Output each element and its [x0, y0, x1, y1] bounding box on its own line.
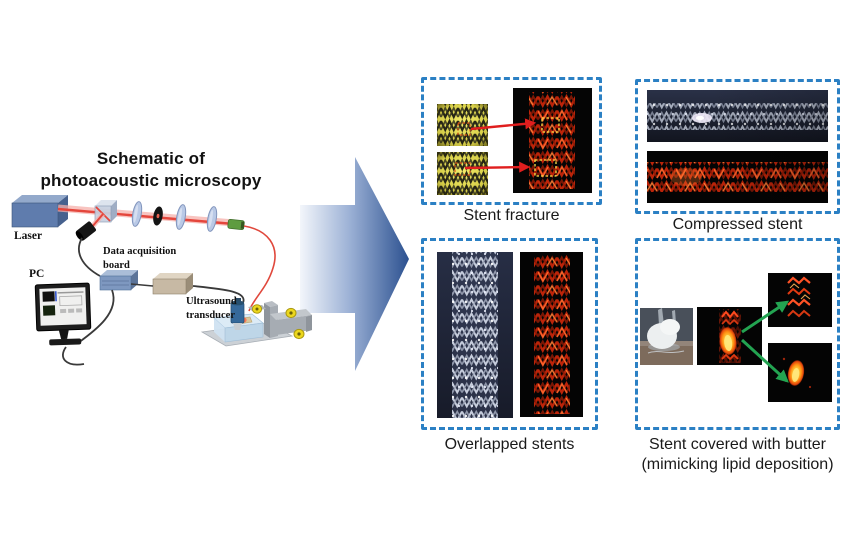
stent-fracture-pa-image — [513, 88, 592, 193]
pc-label: PC — [29, 268, 45, 280]
beamsplitter-cube — [90, 200, 117, 229]
overlapped-stents-images — [437, 252, 583, 418]
schematic-title-line2: photoacoustic microscopy — [40, 170, 262, 190]
stent-microscope-image-2 — [437, 152, 488, 195]
compressed-stent-pa-image — [647, 151, 828, 203]
ultrasound-transducer-label: Ultrasound transducer — [186, 296, 237, 321]
daq-amplifier-cable — [130, 283, 154, 287]
stent-butter-label-line1: Stent covered with butter — [649, 436, 826, 453]
overlapped-stents-photo — [437, 252, 513, 418]
schematic-title: Schematic of photoacoustic microscopy — [25, 148, 277, 192]
compressed-stent-label: Compressed stent — [672, 216, 803, 233]
stent-fracture-label: Stent fracture — [463, 207, 560, 224]
stent-butter-label: Stent covered with butter (mimicking lip… — [631, 435, 844, 475]
butter-zoom-pa-top-image — [768, 273, 832, 327]
daq-pc-cable — [77, 289, 115, 344]
butter-annotation-arrows — [740, 300, 790, 383]
fiber-coupler — [227, 218, 245, 231]
panel-stent-fracture — [421, 77, 602, 205]
butter-zoom-pa-bottom-image — [768, 343, 832, 402]
pinhole-iris — [153, 206, 163, 226]
stent-microscope-image-1 — [437, 104, 488, 146]
panel-compressed-stent — [635, 79, 840, 214]
stent-butter-images — [640, 273, 832, 402]
pc-cable-loop — [62, 346, 85, 366]
daq-label: Data acquisition board — [103, 246, 177, 271]
photodiode — [75, 221, 96, 241]
fracture-annotation-arrows — [464, 118, 537, 173]
lens-3 — [206, 206, 218, 232]
compressed-stent-photo — [647, 90, 828, 142]
laser-label: Laser — [14, 230, 43, 242]
butter-stent-pa-image — [697, 307, 762, 365]
pc-monitor — [34, 282, 92, 346]
laser-box — [11, 195, 68, 228]
optical-fiber — [243, 225, 276, 312]
panel-stent-butter — [635, 238, 840, 430]
lens-2 — [175, 204, 187, 230]
stent-butter-label-line2: (mimicking lipid deposition) — [641, 456, 834, 473]
photodiode-cable — [78, 237, 101, 277]
overlapped-stents-label: Overlapped stents — [444, 436, 575, 453]
laser-beam — [57, 204, 235, 227]
compressed-stent-images — [647, 90, 828, 203]
stent-fracture-images — [437, 88, 592, 195]
amplifier-box — [152, 273, 193, 295]
flow-arrow — [300, 157, 409, 371]
butter-covered-stent-photo — [640, 308, 693, 365]
overlapped-stents-pa-image — [520, 252, 583, 417]
lens-1 — [131, 201, 143, 227]
schematic-title-line1: Schematic of — [96, 149, 206, 168]
panel-overlapped-stents — [421, 238, 598, 430]
daq-board-box — [99, 270, 138, 291]
